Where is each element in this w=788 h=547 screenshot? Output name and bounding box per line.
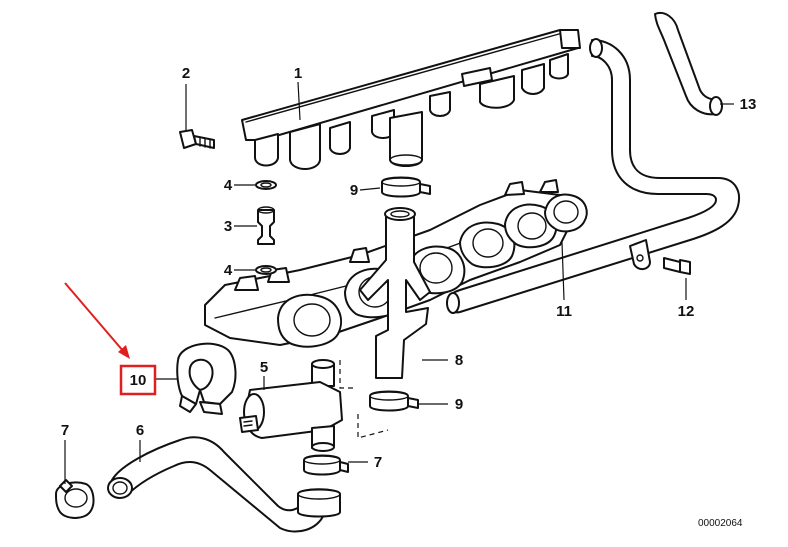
idle-control-valve-drawing <box>239 359 343 452</box>
callout-5: 5 <box>260 359 268 376</box>
o-ring-lower-drawing <box>255 265 277 275</box>
hose-clamp-lower-drawing <box>369 390 419 412</box>
callout-10: 10 <box>130 372 147 389</box>
callout-11: 11 <box>556 303 572 320</box>
callout-6: 6 <box>136 422 144 439</box>
hose-clamp-right-drawing <box>303 454 349 476</box>
hose-clamp-upper-drawing <box>381 176 431 198</box>
callout-2: 2 <box>182 65 190 82</box>
callout-9-upper: 9 <box>350 182 358 199</box>
callout-12: 12 <box>678 303 695 320</box>
pointer-arrow-head <box>118 345 130 359</box>
callout-1: 1 <box>294 65 302 82</box>
bent-hose-drawing <box>107 436 341 533</box>
y-pipe-drawing <box>359 207 431 379</box>
vent-hose-drawing <box>446 38 740 314</box>
callout-4-upper: 4 <box>224 177 233 194</box>
highlight-pointer <box>64 282 157 396</box>
reference-number: 00002064 <box>698 518 743 529</box>
o-ring-upper-drawing <box>255 180 277 190</box>
callout-3: 3 <box>224 218 232 235</box>
callout-13: 13 <box>740 96 757 113</box>
hose-end-drawing <box>654 12 723 116</box>
callout-4-lower: 4 <box>224 262 233 279</box>
callout-highlight-box <box>119 364 157 396</box>
fillister-screw-drawing <box>663 257 691 275</box>
hex-bolt-drawing <box>179 129 215 149</box>
callout-8: 8 <box>455 352 463 369</box>
callout-7-right: 7 <box>374 454 382 471</box>
connector-fitting-drawing <box>257 206 275 245</box>
pointer-arrow-shaft <box>64 282 125 353</box>
callout-labels: 1 2 3 4 4 5 6 7 7 8 9 9 10 11 12 13 <box>61 65 757 471</box>
rubber-mount-drawing <box>176 342 237 415</box>
hose-clamp-left-drawing <box>55 479 95 519</box>
fuel-rail-drawing <box>241 29 581 170</box>
leader-lines <box>64 81 734 484</box>
callout-7-left: 7 <box>61 422 69 439</box>
callout-9-lower: 9 <box>455 396 463 413</box>
